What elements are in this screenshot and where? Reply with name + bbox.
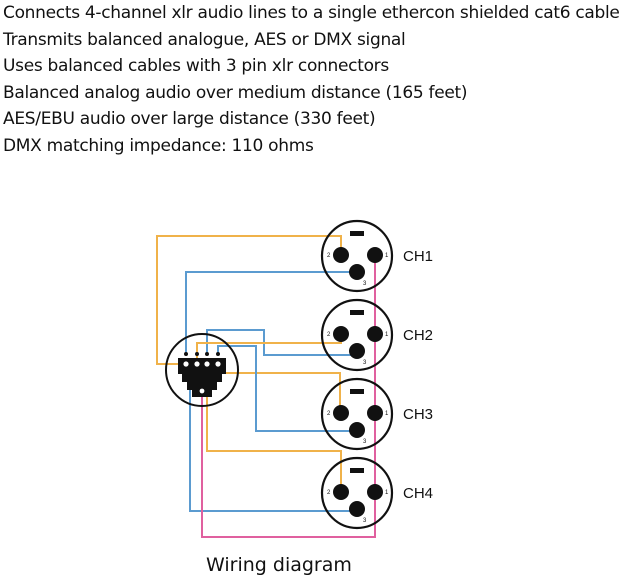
feature-list: Connects 4-channel xlr audio lines to a … — [3, 0, 620, 159]
pin-number: 2 — [327, 411, 331, 417]
pin-number: 2 — [327, 332, 331, 338]
pin-number: 1 — [385, 332, 389, 338]
wire-ch4-cold — [189, 380, 355, 512]
wire-ch3-cold — [217, 345, 355, 432]
xlr-key-notch — [350, 310, 364, 315]
channel-label: CH2 — [403, 327, 433, 344]
wire-ch3-hot — [218, 372, 341, 407]
xlr-outline — [320, 377, 394, 451]
xlr-pin-2 — [333, 247, 349, 263]
pin-number: 2 — [327, 253, 331, 259]
diagram-caption: Wiring diagram — [206, 554, 352, 576]
ethercon-outline — [165, 333, 239, 407]
xlr-pin-3 — [349, 343, 365, 359]
pin-number: 3 — [363, 439, 367, 445]
xlr-pin-2 — [333, 405, 349, 421]
pin-number: 1 — [385, 490, 389, 496]
xlr-outline — [320, 219, 394, 293]
pin-number: 3 — [363, 360, 367, 366]
pin-number: 1 — [385, 411, 389, 417]
feature-item: DMX matching impedance: 110 ohms — [3, 135, 314, 156]
pin-number: 3 — [363, 281, 367, 287]
xlr-pin-1 — [367, 405, 383, 421]
rj45-socket-icon — [178, 358, 226, 397]
xlr-connector-ch1: 1 2 3 CH1 — [320, 219, 433, 293]
xlr-pin-1 — [367, 326, 383, 342]
xlr-pin-2 — [333, 484, 349, 500]
rj45-top-pins — [184, 352, 220, 356]
rj45-pins — [183, 361, 221, 394]
feature-item: Transmits balanced analogue, AES or DMX … — [3, 29, 406, 50]
channel-label: CH4 — [403, 485, 433, 502]
channel-label: CH3 — [403, 406, 433, 423]
xlr-connector-ch4: 1 2 3 CH4 — [320, 456, 433, 530]
xlr-pin-3 — [349, 264, 365, 280]
feature-item: Balanced analog audio over medium distan… — [3, 82, 468, 103]
pin-number: 2 — [327, 490, 331, 496]
feature-item: Uses balanced cables with 3 pin xlr conn… — [3, 56, 389, 76]
channel-label: CH1 — [403, 248, 433, 265]
feature-item: AES/EBU audio over large distance (330 f… — [3, 109, 376, 129]
xlr-pin-1 — [367, 484, 383, 500]
xlr-key-notch — [350, 389, 364, 394]
xlr-outline — [320, 298, 394, 372]
xlr-connector-ch2: 1 2 3 CH2 — [320, 298, 433, 372]
xlr-key-notch — [350, 231, 364, 236]
xlr-key-notch — [350, 468, 364, 473]
xlr-pin-3 — [349, 501, 365, 517]
xlr-connector-ch3: 1 2 3 CH3 — [320, 377, 433, 451]
wire-ch1-cold — [185, 271, 356, 354]
wire-ch2-cold — [206, 329, 356, 356]
xlr-pin-3 — [349, 422, 365, 438]
xlr-outline — [320, 456, 394, 530]
xlr-pin-2 — [333, 326, 349, 342]
feature-item: Connects 4-channel xlr audio lines to a … — [3, 3, 620, 23]
xlr-pin-1 — [367, 247, 383, 263]
pin-number: 3 — [363, 518, 367, 524]
wire-ch1-hot — [156, 235, 342, 365]
wire-ch4-hot — [206, 373, 342, 485]
wire-ground — [201, 255, 376, 538]
pin-number: 1 — [385, 253, 389, 259]
ethercon-connector — [165, 333, 239, 407]
